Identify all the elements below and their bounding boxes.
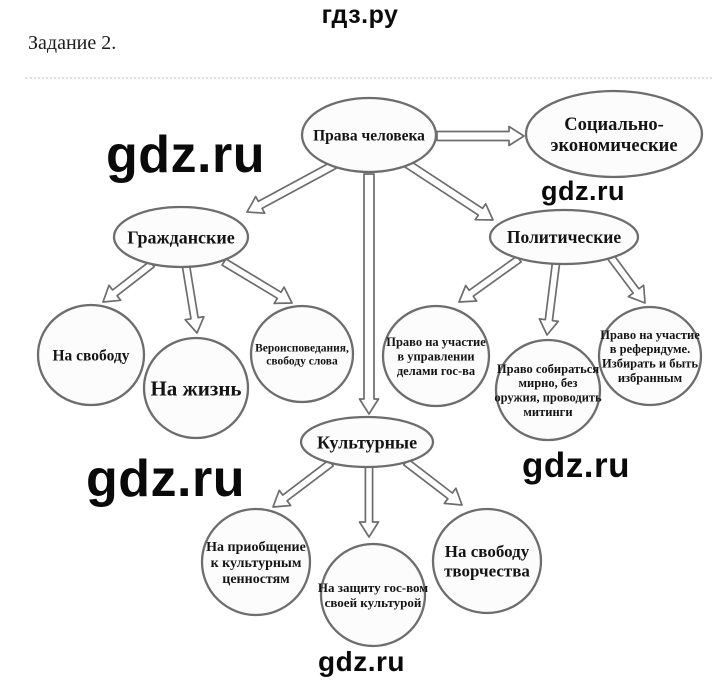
arrow-civil-to-c-religion [221,258,293,305]
node-shape [431,507,543,615]
node-shape [112,205,250,269]
arrow-root-to-soc-economic [436,125,525,147]
site-header: гдз.ру [321,1,399,29]
arrow-root-to-civil [246,160,337,215]
arrow-cultural-to-k-values [272,459,335,508]
node-label: Культурные [317,432,417,452]
node-label: Права человека [313,127,425,144]
node-political: Политические [488,208,640,266]
dotted-divider [25,77,712,79]
node-label: На свободу [52,347,129,364]
node-cultural: Культурные [299,415,435,469]
node-soc-economic: Социально-экономические [524,89,704,179]
node-shape [36,303,146,407]
node-label: Гражданские [127,227,235,247]
node-shape [319,542,427,648]
node-shape [142,336,250,440]
node-root: Права человека [300,96,438,174]
arrow-cultural-to-k-creativity [402,458,463,506]
node-shape [300,96,438,174]
node-shape [488,208,640,266]
node-shape [299,415,435,469]
node-shape [597,305,703,407]
watermark: gdz.ru [318,646,405,677]
node-label: Политические [507,227,621,247]
node-label: Социально-экономические [550,115,677,156]
node-shape [494,338,602,442]
watermark: gdz.ru [86,450,245,508]
node-c-religion: Вероисповедания,свободу слова [249,304,355,404]
watermark: gdz.ru [106,126,265,184]
arrow-civil-to-c-life [181,264,205,334]
arrow-root-to-political [399,156,494,221]
arrow-root-to-cultural [358,173,380,415]
task-label: Задание 2. [28,32,117,54]
node-shape [200,507,312,617]
node-label: Вероисповедания,свободу слова [255,342,349,367]
watermark: gdz.ru [522,446,630,485]
node-civil: Гражданские [112,205,250,269]
node-c-freedom: На свободу [36,303,146,407]
arrow-cultural-to-k-protection [358,465,380,538]
arrow-political-to-p-referendum [606,252,646,304]
node-label: На жизнь [150,376,241,400]
arrow-political-to-p-assembly [538,261,561,336]
node-shape [524,89,704,179]
node-shape [249,304,355,404]
node-c-life: На жизнь [142,336,250,440]
arrow-civil-to-c-freedom [102,260,156,303]
watermark: gdz.ru [541,176,625,206]
node-shape [381,304,491,408]
arrow-political-to-p-govern [458,255,522,303]
